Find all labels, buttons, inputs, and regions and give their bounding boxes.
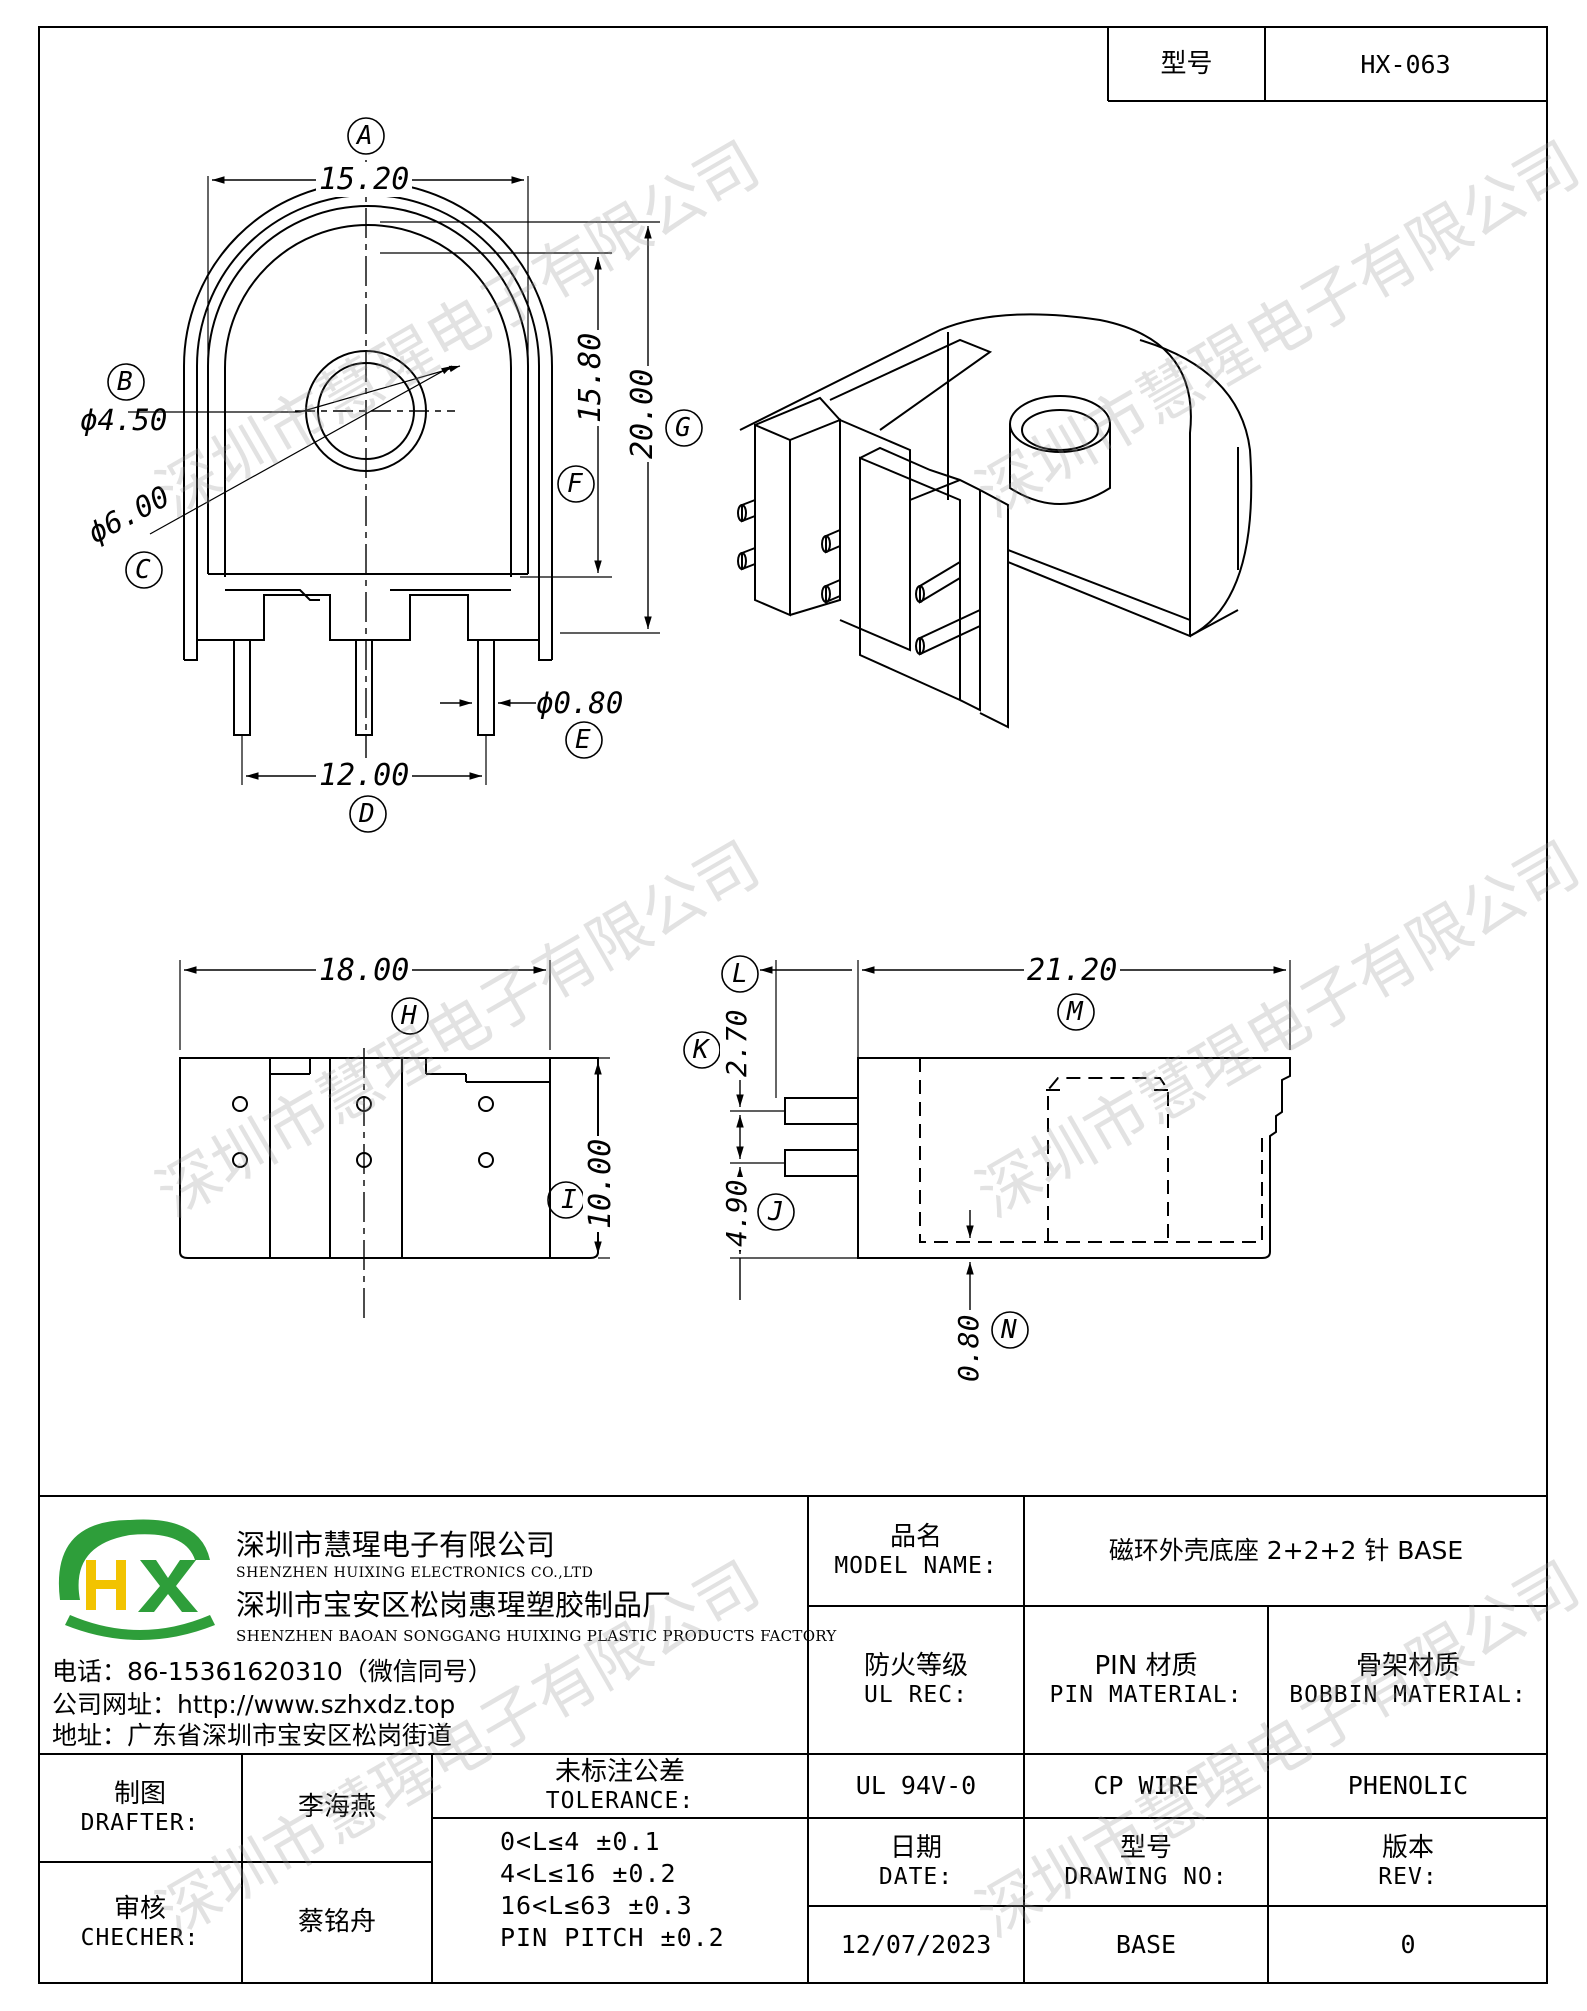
pin-material-label-cn: PIN 材质 xyxy=(1094,1650,1198,1681)
factory-name-cn: 深圳市宝安区松岗惠瑆塑胶制品厂 xyxy=(236,1588,672,1622)
dim-j-value: 4.90 xyxy=(720,1176,753,1250)
dimension-label-circles xyxy=(107,117,1095,1349)
dim-e-label: E xyxy=(575,725,591,755)
dim-i-value: 10.00 xyxy=(583,1135,618,1232)
dim-f-label: F xyxy=(567,469,583,499)
dim-b-label: B xyxy=(117,367,133,397)
drawing-no-label: 型号 DRAWING NO: xyxy=(1024,1818,1268,1906)
company-website: 公司网址：http://www.szhxdz.top xyxy=(52,1690,456,1719)
dim-h-label: H xyxy=(401,1001,417,1031)
company-phone: 电话：86-15361620310（微信同号） xyxy=(52,1657,493,1686)
pin-material-label-en: PIN MATERIAL: xyxy=(1049,1681,1243,1708)
rev-value: 0 xyxy=(1400,1930,1416,1959)
model-name-label-en: MODEL NAME: xyxy=(834,1552,998,1579)
dim-a-label: A xyxy=(357,121,373,151)
model-name-label-cn: 品名 xyxy=(889,1521,942,1552)
tolerance-label-cn: 未标注公差 xyxy=(554,1756,685,1787)
dim-m-value: 21.20 xyxy=(1024,953,1121,988)
company-address: 地址：广东省深圳市宝安区松岗街道 xyxy=(52,1721,453,1750)
factory-name-en: SHENZHEN BAOAN SONGGANG HUIXING PLASTIC … xyxy=(236,1627,837,1645)
dim-d-value: 12.00 xyxy=(316,758,413,793)
title-block-grid xyxy=(38,26,1548,1984)
company-name-cn: 深圳市慧瑆电子有限公司 xyxy=(236,1528,556,1562)
ul-rec-label-cn: 防火等级 xyxy=(863,1650,968,1681)
checker-name: 蔡铭舟 xyxy=(297,1907,376,1938)
dim-f-value: 15.80 xyxy=(573,329,608,426)
pin-material-label: PIN 材质 PIN MATERIAL: xyxy=(1024,1606,1268,1754)
drafter-label-en: DRAFTER: xyxy=(80,1809,200,1836)
dim-j-label: J xyxy=(768,1197,784,1227)
bobbin-material-label: 骨架材质 BOBBIN MATERIAL: xyxy=(1268,1606,1548,1754)
isometric-view xyxy=(737,313,1253,729)
checker-label-en: CHECHER: xyxy=(80,1924,200,1951)
dim-g-label: G xyxy=(675,413,691,443)
ul-rec-value: UL 94V-0 xyxy=(855,1771,977,1800)
checker-label-cn: 审核 xyxy=(113,1893,166,1924)
date-label-en: DATE: xyxy=(878,1863,954,1890)
rev-label-en: REV: xyxy=(1378,1863,1438,1890)
date-label: 日期 DATE: xyxy=(808,1818,1024,1906)
dim-n-value: 0.80 xyxy=(952,1314,985,1382)
front-view xyxy=(128,160,660,785)
company-logo xyxy=(58,1519,215,1640)
dim-d-label: D xyxy=(359,799,375,829)
pin-material-value: CP WIRE xyxy=(1093,1771,1199,1800)
bobbin-material-label-en: BOBBIN MATERIAL: xyxy=(1289,1681,1527,1708)
ul-rec-label: 防火等级 UL REC: xyxy=(808,1606,1024,1754)
tolerance-label-en: TOLERANCE: xyxy=(545,1787,695,1814)
date-value: 12/07/2023 xyxy=(840,1930,992,1959)
ul-rec-label-en: UL REC: xyxy=(864,1681,968,1708)
bobbin-material-value: PHENOLIC xyxy=(1347,1771,1469,1800)
company-name-en: SHENZHEN HUIXING ELECTRONICS CO.,LTD xyxy=(236,1565,594,1581)
rev-label: 版本 REV: xyxy=(1268,1818,1548,1906)
tolerance-line: PIN PITCH ±0.2 xyxy=(500,1923,725,1952)
rev-label-cn: 版本 xyxy=(1381,1832,1434,1863)
dim-i-label: I xyxy=(561,1185,577,1215)
side-view-left xyxy=(179,960,610,1318)
model-value: HX-063 xyxy=(1360,49,1451,79)
bobbin-material-label-cn: 骨架材质 xyxy=(1355,1650,1460,1681)
tolerance-line: 0<L≤4 ±0.1 xyxy=(500,1827,661,1856)
model-name-label: 品名 MODEL NAME: xyxy=(808,1496,1024,1606)
dim-h-value: 18.00 xyxy=(316,953,413,988)
drawing-frame xyxy=(38,26,1548,1984)
date-label-cn: 日期 xyxy=(889,1832,942,1863)
dim-e-value: ϕ0.80 xyxy=(536,686,624,720)
drawing-no-label-en: DRAWING NO: xyxy=(1064,1863,1228,1890)
dim-k-label: K xyxy=(693,1035,709,1065)
dim-a-value: 15.20 xyxy=(316,162,413,197)
dim-n-label: N xyxy=(1001,1315,1017,1345)
dim-b-value: ϕ4.50 xyxy=(80,403,168,437)
tolerance-label: 未标注公差 TOLERANCE: xyxy=(432,1754,808,1818)
drawing-no-value: BASE xyxy=(1115,1930,1177,1959)
drawing-no-label-cn: 型号 xyxy=(1119,1832,1172,1863)
tolerance-line: 16<L≤63 ±0.3 xyxy=(500,1891,693,1920)
model-label: 型号 xyxy=(1160,48,1213,79)
drafter-name: 李海燕 xyxy=(297,1792,376,1823)
drafter-label: 制图 DRAFTER: xyxy=(38,1754,242,1862)
dim-g-value: 20.00 xyxy=(625,365,660,462)
dim-k-value: 2.70 xyxy=(720,1006,753,1080)
dim-m-label: M xyxy=(1067,997,1083,1027)
model-name-value: 磁环外壳底座 2+2+2 针 BASE xyxy=(1108,1536,1464,1565)
drafter-label-cn: 制图 xyxy=(113,1778,166,1809)
checker-label: 审核 CHECHER: xyxy=(38,1862,242,1984)
dim-l-label: L xyxy=(732,959,748,989)
tolerance-list: 0<L≤4 ±0.1 4<L≤16 ±0.2 16<L≤63 ±0.3 PIN … xyxy=(500,1826,725,1954)
side-view-right xyxy=(730,960,1291,1310)
dim-c-label: C xyxy=(135,555,151,585)
tolerance-line: 4<L≤16 ±0.2 xyxy=(500,1859,677,1888)
